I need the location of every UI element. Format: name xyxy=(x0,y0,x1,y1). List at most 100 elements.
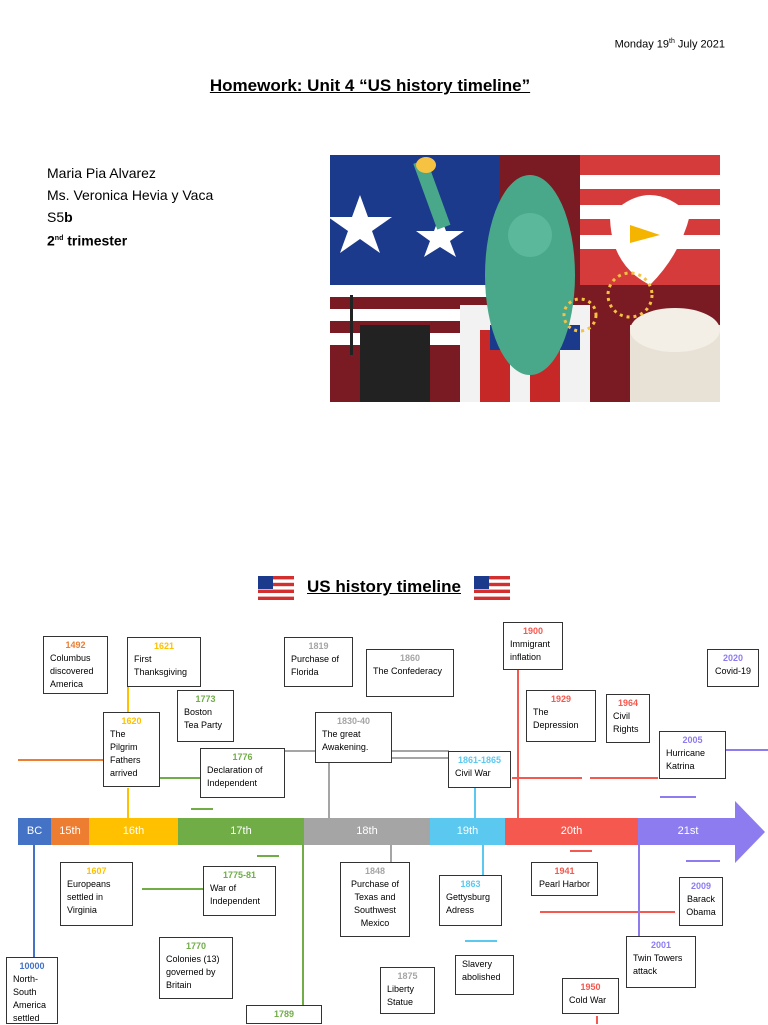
event-year: 1964 xyxy=(617,698,639,708)
event-year: 1900 xyxy=(522,626,544,636)
connector-line xyxy=(638,845,640,938)
timeline-title-text: US history timeline xyxy=(307,577,461,597)
event-text: Europeans settled in Virginia xyxy=(67,879,111,915)
event-text: The great Awakening. xyxy=(322,729,369,752)
event-year: 1929 xyxy=(550,694,572,704)
event-text: Gettysburg Adress xyxy=(446,892,491,915)
connector-line xyxy=(570,850,592,852)
teacher-name: Ms. Veronica Hevia y Vaca xyxy=(47,187,214,203)
connector-line xyxy=(328,763,330,818)
connector-line xyxy=(540,911,675,913)
event-text: First Thanksgiving xyxy=(134,654,188,677)
event-text: Declaration of Independent xyxy=(207,765,263,788)
connector-line xyxy=(142,888,204,890)
era-21st: 21st xyxy=(638,818,738,845)
event-year: 1875 xyxy=(397,971,418,981)
era-18th: 18th xyxy=(304,818,430,845)
patriotic-collage-image xyxy=(330,155,720,402)
connector-line xyxy=(590,777,658,779)
connector-line xyxy=(686,860,720,862)
event-text: The Depression xyxy=(533,707,579,730)
connector-line xyxy=(698,749,768,751)
connector-line xyxy=(517,670,519,818)
event-text: Twin Towers attack xyxy=(633,953,683,976)
event-year: 1776 xyxy=(232,752,253,762)
event-box: 1789 xyxy=(246,1005,322,1024)
event-year: 1492 xyxy=(65,640,86,650)
event-year: 2020 xyxy=(722,653,744,663)
connector-line xyxy=(257,855,279,857)
event-text: Purchase of Florida xyxy=(291,654,340,677)
event-box: Slavery abolished xyxy=(455,955,514,995)
event-year: 1863 xyxy=(460,879,481,889)
connector-line xyxy=(127,788,129,818)
era-20th: 20th xyxy=(505,818,638,845)
era-19th: 19th xyxy=(430,818,505,845)
event-year: 1861-1865 xyxy=(457,755,502,765)
trimester: 2nd trimester xyxy=(47,232,128,249)
event-year: 2001 xyxy=(650,940,672,950)
date: Monday 19th July 2021 xyxy=(614,38,725,51)
connector-line xyxy=(390,845,392,863)
event-year: 10000 xyxy=(19,961,45,971)
era-15th: 15th xyxy=(51,818,89,845)
connector-line xyxy=(191,808,213,810)
event-text: The Confederacy xyxy=(373,666,443,676)
event-text: North-South America settled xyxy=(13,974,47,1023)
event-year: 1941 xyxy=(554,866,575,876)
event-text: Purchase of Texas and Southwest Mexico xyxy=(350,879,400,928)
event-year: 1773 xyxy=(195,694,216,704)
connector-line xyxy=(18,759,105,761)
event-text: Civil War xyxy=(455,768,491,778)
event-text: Hurricane Katrina xyxy=(666,748,706,771)
connector-line xyxy=(482,845,484,877)
event-year: 1950 xyxy=(580,982,601,992)
event-text: Immigrant inflation xyxy=(510,639,551,662)
event-year: 1848 xyxy=(364,866,386,876)
event-text: Colonies (13) governed by Britain xyxy=(166,954,220,990)
era-16th: 16th xyxy=(89,818,178,845)
event-text: Barack Obama xyxy=(686,894,716,917)
era-bc: BC xyxy=(18,818,51,845)
homework-title: Homework: Unit 4 “US history timeline” xyxy=(209,76,531,95)
connector-line xyxy=(465,940,497,942)
event-text: Covid-19 xyxy=(714,666,752,676)
event-year: 1789 xyxy=(273,1009,295,1019)
event-year: 1770 xyxy=(185,941,207,951)
us-flag-icon xyxy=(258,576,295,600)
connector-line xyxy=(474,788,476,818)
event-text: Columbus discovered America xyxy=(50,653,94,689)
event-text: Cold War xyxy=(569,995,607,1005)
event-year: 1621 xyxy=(153,641,175,651)
era-17th: 17th xyxy=(178,818,304,845)
connector-line xyxy=(596,1016,598,1024)
class-name: S5b xyxy=(47,209,73,225)
event-text: Slavery abolished xyxy=(462,959,501,982)
event-year: 1620 xyxy=(121,716,142,726)
event-text: Liberty Statue xyxy=(387,984,415,1007)
event-text: Boston Tea Party xyxy=(184,707,223,730)
event-year: 1775-81 xyxy=(222,870,257,880)
us-flag-icon xyxy=(473,576,510,600)
event-year: 1830-40 xyxy=(336,716,371,726)
